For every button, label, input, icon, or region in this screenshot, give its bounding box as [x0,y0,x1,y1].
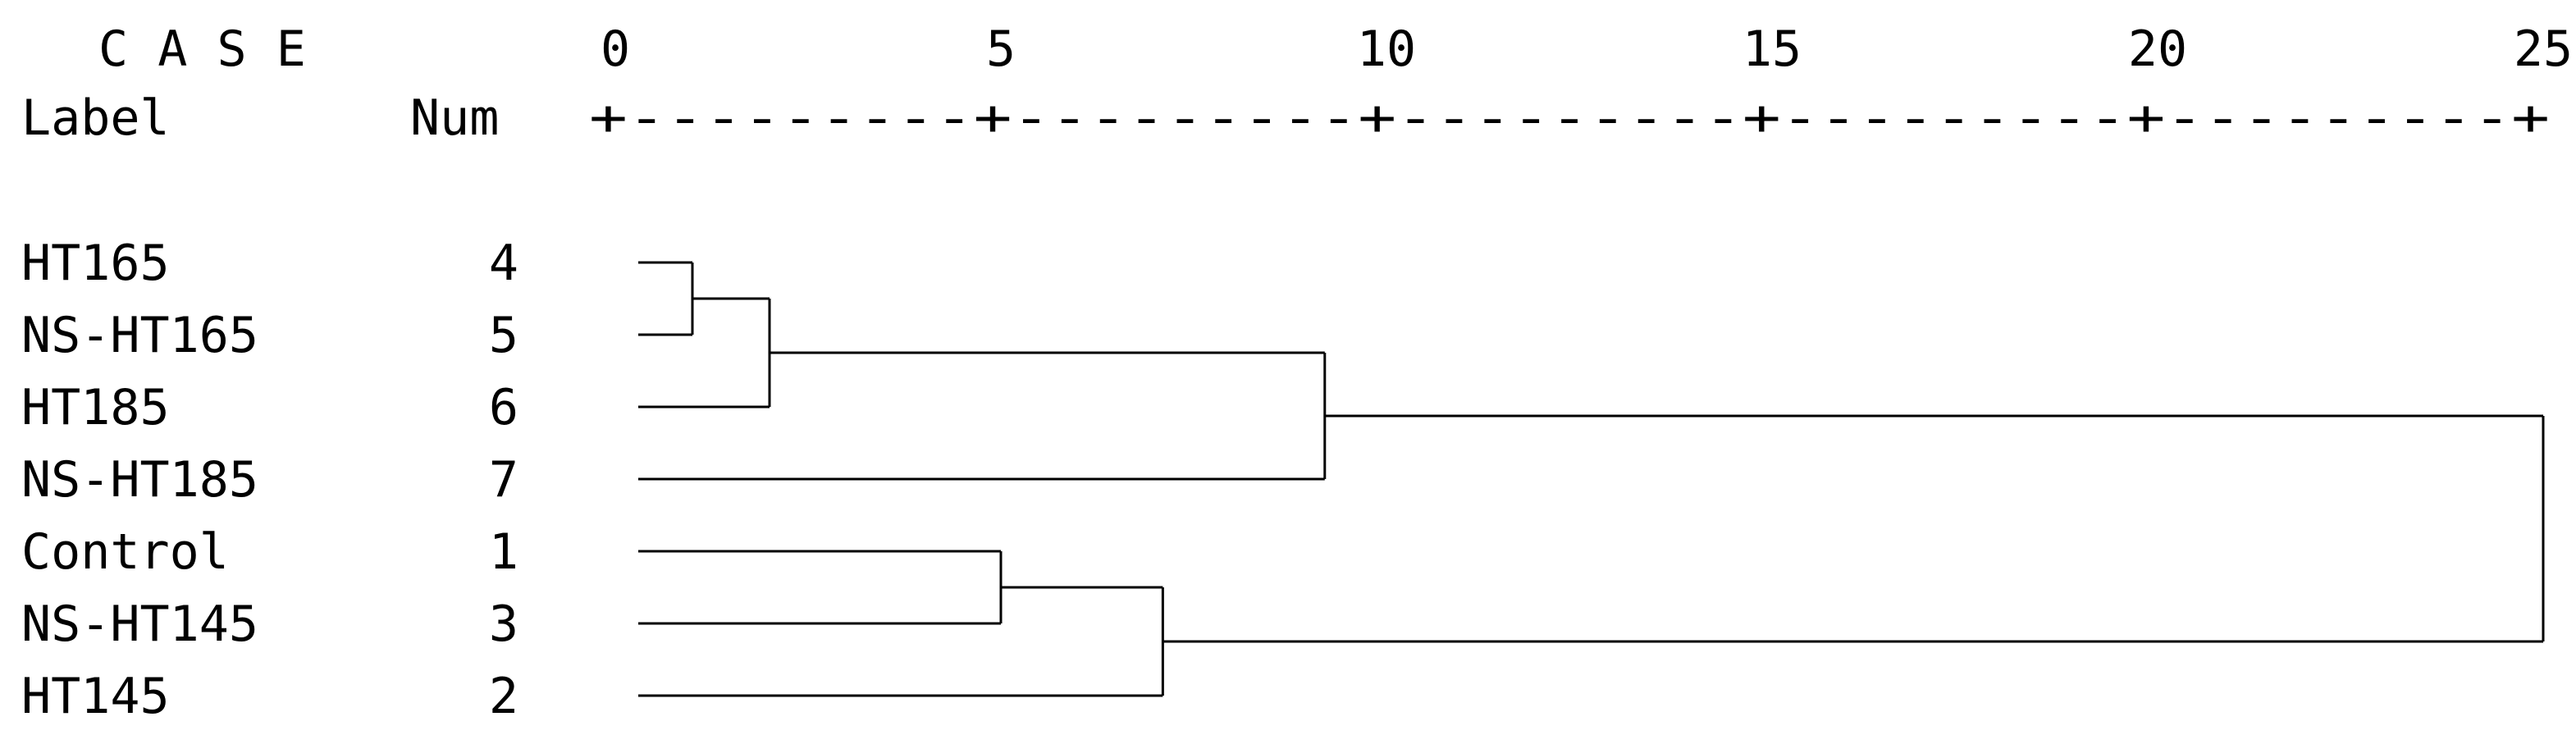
case-number: 2 [489,668,518,725]
case-number: 5 [489,307,518,364]
case-number: 1 [489,523,518,581]
case-label: HT165 [21,235,170,292]
distance-tick-label: 15 [1742,21,1802,78]
label-column-heading: Label [21,89,170,147]
case-heading: C A S E [98,21,306,78]
case-number: 3 [489,596,518,653]
case-label: NS-HT145 [21,596,258,653]
distance-tick-label: 10 [1357,21,1416,78]
distance-axis-rule: +---------+---------+---------+---------… [589,89,2550,147]
distance-tick-label: 5 [986,21,1016,78]
case-number: 7 [489,451,518,509]
distance-axis-ticks: 0 5 10 15 20 25 [601,21,2573,78]
case-label: NS-HT185 [21,451,258,509]
case-label: Control [21,523,229,581]
case-label: HT185 [21,379,170,436]
case-number: 4 [489,235,518,292]
case-label: HT145 [21,668,170,725]
case-label: NS-HT165 [21,307,258,364]
distance-tick-label: 0 [601,21,630,78]
dendrogram-links [638,261,2545,697]
distance-tick-label: 20 [2128,21,2187,78]
num-column-heading: Num [410,89,499,147]
distance-tick-label: 25 [2514,21,2573,78]
case-number: 6 [489,379,518,436]
